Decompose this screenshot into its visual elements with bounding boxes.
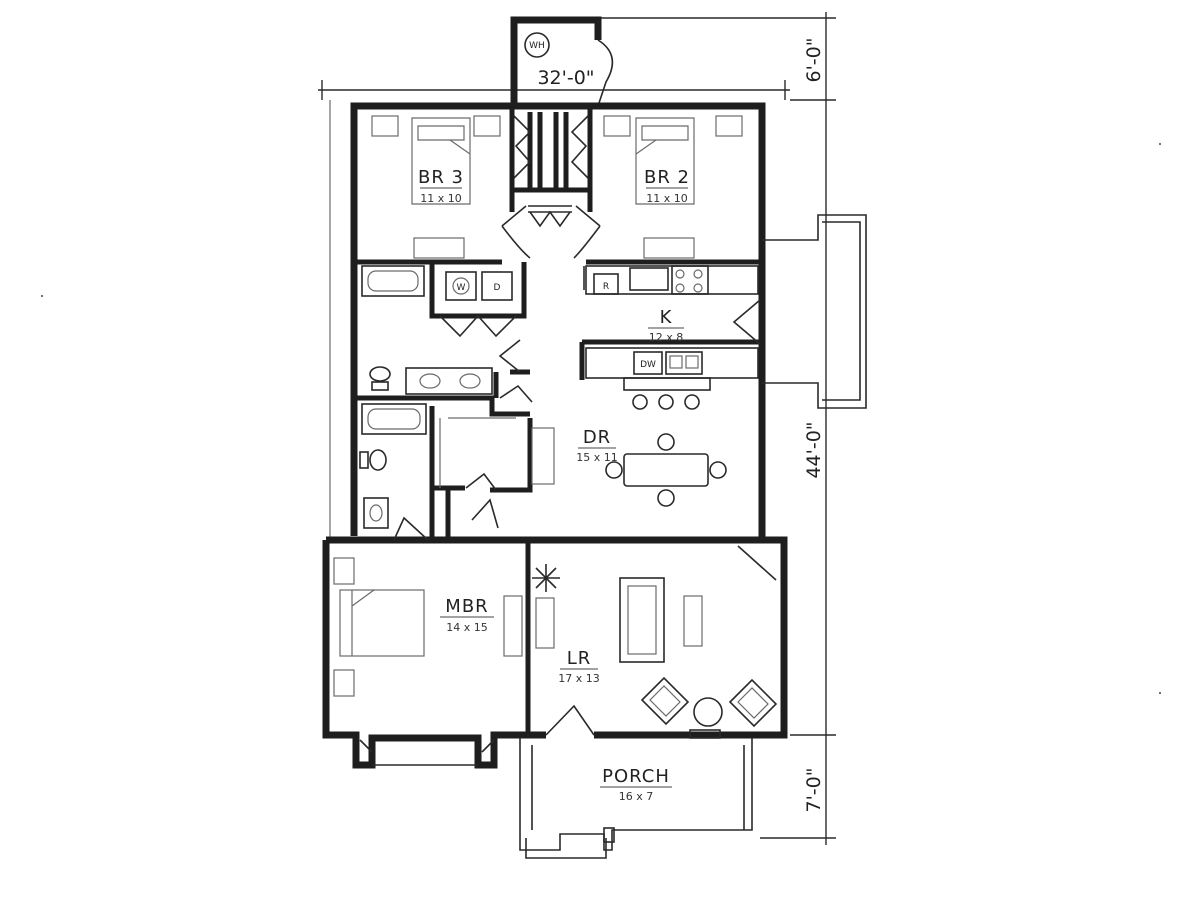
water-heater-tag: WH xyxy=(529,41,545,51)
room-label-br3: BR 3 xyxy=(418,167,464,188)
dimension-porch-depth: 7'-0" xyxy=(803,768,825,813)
dimension-width: 32'-0" xyxy=(537,67,594,89)
washer-tag: W xyxy=(457,283,466,293)
room-label-dr: DR xyxy=(583,427,611,448)
room-label-mbr: MBR xyxy=(445,596,488,617)
exterior-walls xyxy=(322,102,867,769)
dishwasher-tag: DW xyxy=(640,360,656,370)
room-label-porch: PORCH xyxy=(602,766,670,787)
room-size-k: 12 x 8 xyxy=(649,331,684,344)
room-label-k: K xyxy=(660,307,673,328)
room-size-br2: 11 x 10 xyxy=(646,192,688,205)
room-label-br2: BR 2 xyxy=(644,167,690,188)
fixture-tags: WH W D R DW xyxy=(457,41,656,370)
porch xyxy=(519,738,753,859)
room-size-dr: 15 x 11 xyxy=(576,451,618,464)
furniture xyxy=(333,115,778,739)
room-size-br3: 11 x 10 xyxy=(420,192,462,205)
water-heater-closet xyxy=(510,16,614,107)
dimension-labels: 32'-0" 6'-0" 44'-0" 7'-0" xyxy=(537,38,825,813)
room-size-porch: 16 x 7 xyxy=(619,790,654,803)
dryer-tag: D xyxy=(494,283,501,293)
interior-walls xyxy=(354,106,762,735)
room-size-lr: 17 x 13 xyxy=(558,672,600,685)
room-labels: BR 3 11 x 10 BR 2 11 x 10 K 12 x 8 DR 15… xyxy=(418,167,690,803)
refrigerator-tag: R xyxy=(603,282,609,292)
dimension-lines xyxy=(318,12,836,845)
dimension-top-depth: 6'-0" xyxy=(803,38,825,83)
room-size-mbr: 14 x 15 xyxy=(446,621,488,634)
dimension-main-depth: 44'-0" xyxy=(803,421,825,478)
door-swings xyxy=(393,115,761,736)
room-label-lr: LR xyxy=(567,648,592,669)
